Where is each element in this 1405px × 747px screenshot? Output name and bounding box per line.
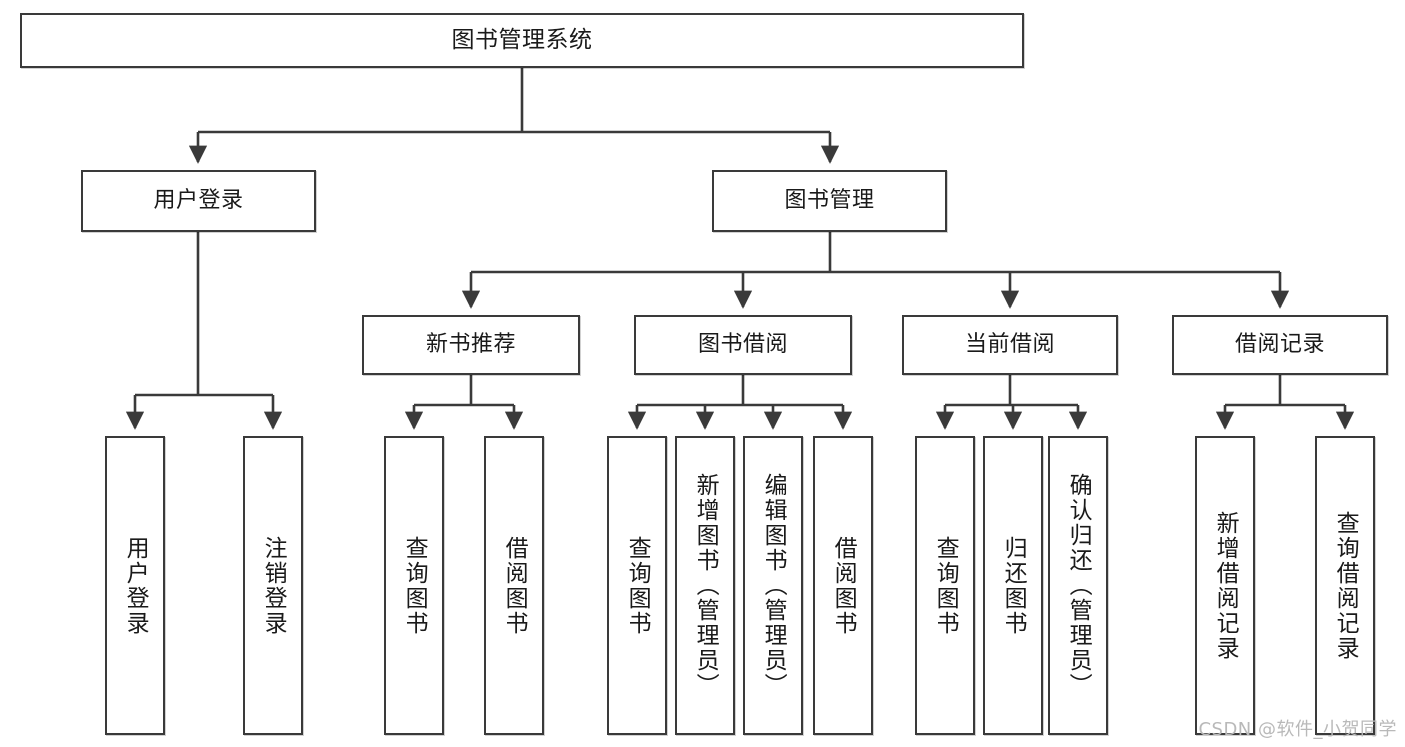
node-label: 借阅图书 bbox=[501, 535, 528, 636]
node-label: 查询图书 bbox=[932, 535, 959, 636]
leaf-book-borrow-edit[interactable]: 编辑图书（管理员） bbox=[743, 436, 803, 735]
node-label: 图书借阅 bbox=[697, 331, 788, 357]
leaf-new-book-query[interactable]: 查询图书 bbox=[384, 436, 444, 735]
leaf-current-borrow-return[interactable]: 归还图书 bbox=[983, 436, 1043, 735]
node-borrow-record[interactable]: 借阅记录 bbox=[1172, 315, 1388, 375]
node-label: 图书管理 bbox=[784, 187, 875, 213]
node-label: 注销登录 bbox=[260, 535, 287, 636]
node-book-borrow[interactable]: 图书借阅 bbox=[634, 315, 852, 375]
node-book-management[interactable]: 图书管理 bbox=[712, 170, 947, 232]
node-new-book-recommend[interactable]: 新书推荐 bbox=[362, 315, 580, 375]
node-label: 图书管理系统 bbox=[451, 26, 593, 53]
leaf-borrow-record-query[interactable]: 查询借阅记录 bbox=[1315, 436, 1375, 735]
leaf-borrow-record-add[interactable]: 新增借阅记录 bbox=[1195, 436, 1255, 735]
leaf-current-borrow-confirm-return[interactable]: 确认归还（管理员） bbox=[1048, 436, 1108, 735]
node-user-login[interactable]: 用户登录 bbox=[81, 170, 316, 232]
node-label: 编辑图书（管理员） bbox=[760, 473, 787, 698]
leaf-user-login-login[interactable]: 用户登录 bbox=[105, 436, 165, 735]
node-label: 查询图书 bbox=[401, 535, 428, 636]
csdn-watermark: CSDN @软件_小贺同学 bbox=[1198, 719, 1397, 740]
node-label: 归还图书 bbox=[1000, 535, 1027, 636]
node-label: 用户登录 bbox=[122, 535, 149, 636]
node-label: 借阅记录 bbox=[1234, 331, 1325, 357]
leaf-book-borrow-query[interactable]: 查询图书 bbox=[607, 436, 667, 735]
leaf-user-login-logout[interactable]: 注销登录 bbox=[243, 436, 303, 735]
node-label: 新增借阅记录 bbox=[1212, 510, 1239, 661]
node-label: 借阅图书 bbox=[830, 535, 857, 636]
node-label: 确认归还（管理员） bbox=[1065, 473, 1092, 698]
node-label: 当前借阅 bbox=[964, 331, 1055, 357]
leaf-current-borrow-query[interactable]: 查询图书 bbox=[915, 436, 975, 735]
leaf-book-borrow-borrow[interactable]: 借阅图书 bbox=[813, 436, 873, 735]
node-label: 查询借阅记录 bbox=[1332, 510, 1359, 661]
leaf-new-book-borrow[interactable]: 借阅图书 bbox=[484, 436, 544, 735]
node-label: 新书推荐 bbox=[425, 331, 516, 357]
node-label: 用户登录 bbox=[153, 187, 244, 213]
leaf-book-borrow-add[interactable]: 新增图书（管理员） bbox=[675, 436, 735, 735]
node-current-borrow[interactable]: 当前借阅 bbox=[902, 315, 1118, 375]
node-book-management-system[interactable]: 图书管理系统 bbox=[20, 13, 1024, 68]
node-label: 查询图书 bbox=[624, 535, 651, 636]
node-label: 新增图书（管理员） bbox=[692, 473, 719, 698]
